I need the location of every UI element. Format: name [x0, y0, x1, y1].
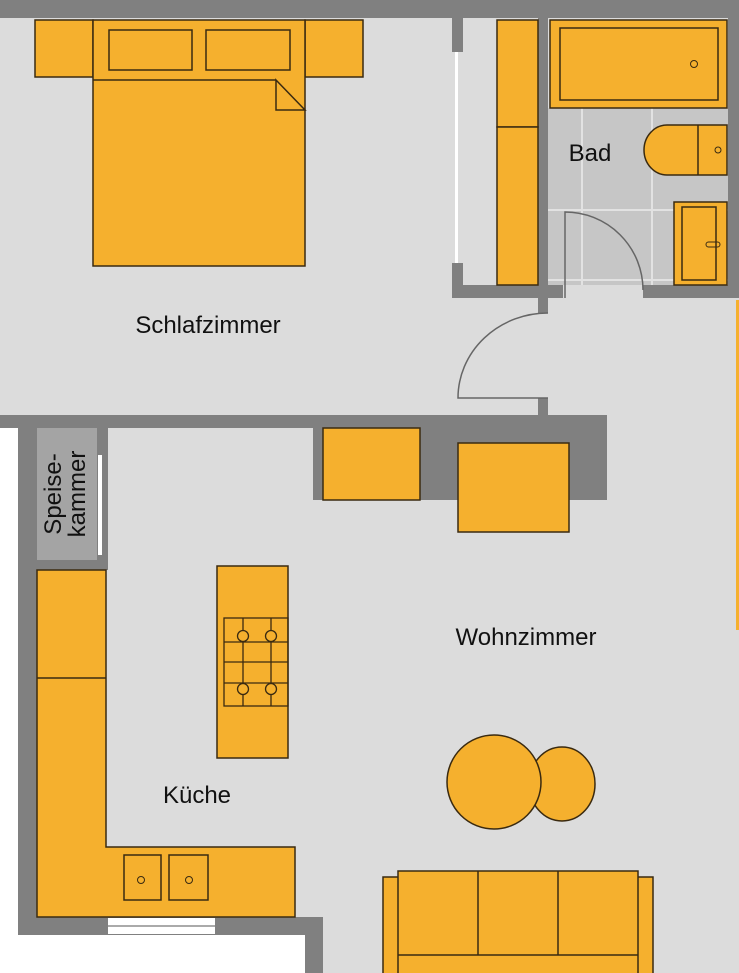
sink-basin — [168, 854, 209, 901]
wardrobe — [496, 19, 539, 128]
cabinet — [457, 442, 570, 533]
sink-basin — [123, 854, 162, 901]
bath-door[interactable] — [564, 211, 644, 298]
bathtub — [549, 19, 728, 109]
wardrobe — [496, 126, 539, 286]
room-label-pantry-2: kammer — [64, 451, 91, 538]
pillow — [205, 29, 291, 71]
pillow — [108, 29, 193, 71]
room-label-pantry-1: Speise- — [40, 453, 67, 534]
bed — [34, 19, 364, 267]
nightstand-left — [34, 19, 94, 78]
room-label-kitchen: Küche — [163, 782, 231, 809]
blanket-fold — [275, 78, 307, 111]
coffee-table — [446, 734, 542, 830]
exterior — [0, 428, 18, 973]
room-label-bedroom: Schlafzimmer — [135, 312, 280, 339]
cabinet — [322, 427, 421, 501]
bedroom-door[interactable] — [457, 312, 549, 399]
exterior — [18, 935, 305, 973]
sofa — [382, 870, 654, 973]
nightstand-right — [304, 19, 364, 78]
room-label-living: Wohnzimmer — [456, 624, 597, 651]
sink — [673, 201, 728, 286]
pantry — [37, 428, 97, 560]
pantry-sliding-door[interactable] — [98, 455, 102, 555]
room-label-bath: Bad — [569, 140, 612, 167]
toilet — [643, 124, 728, 176]
kitchen-counter — [36, 569, 296, 918]
stove-island — [216, 565, 289, 759]
